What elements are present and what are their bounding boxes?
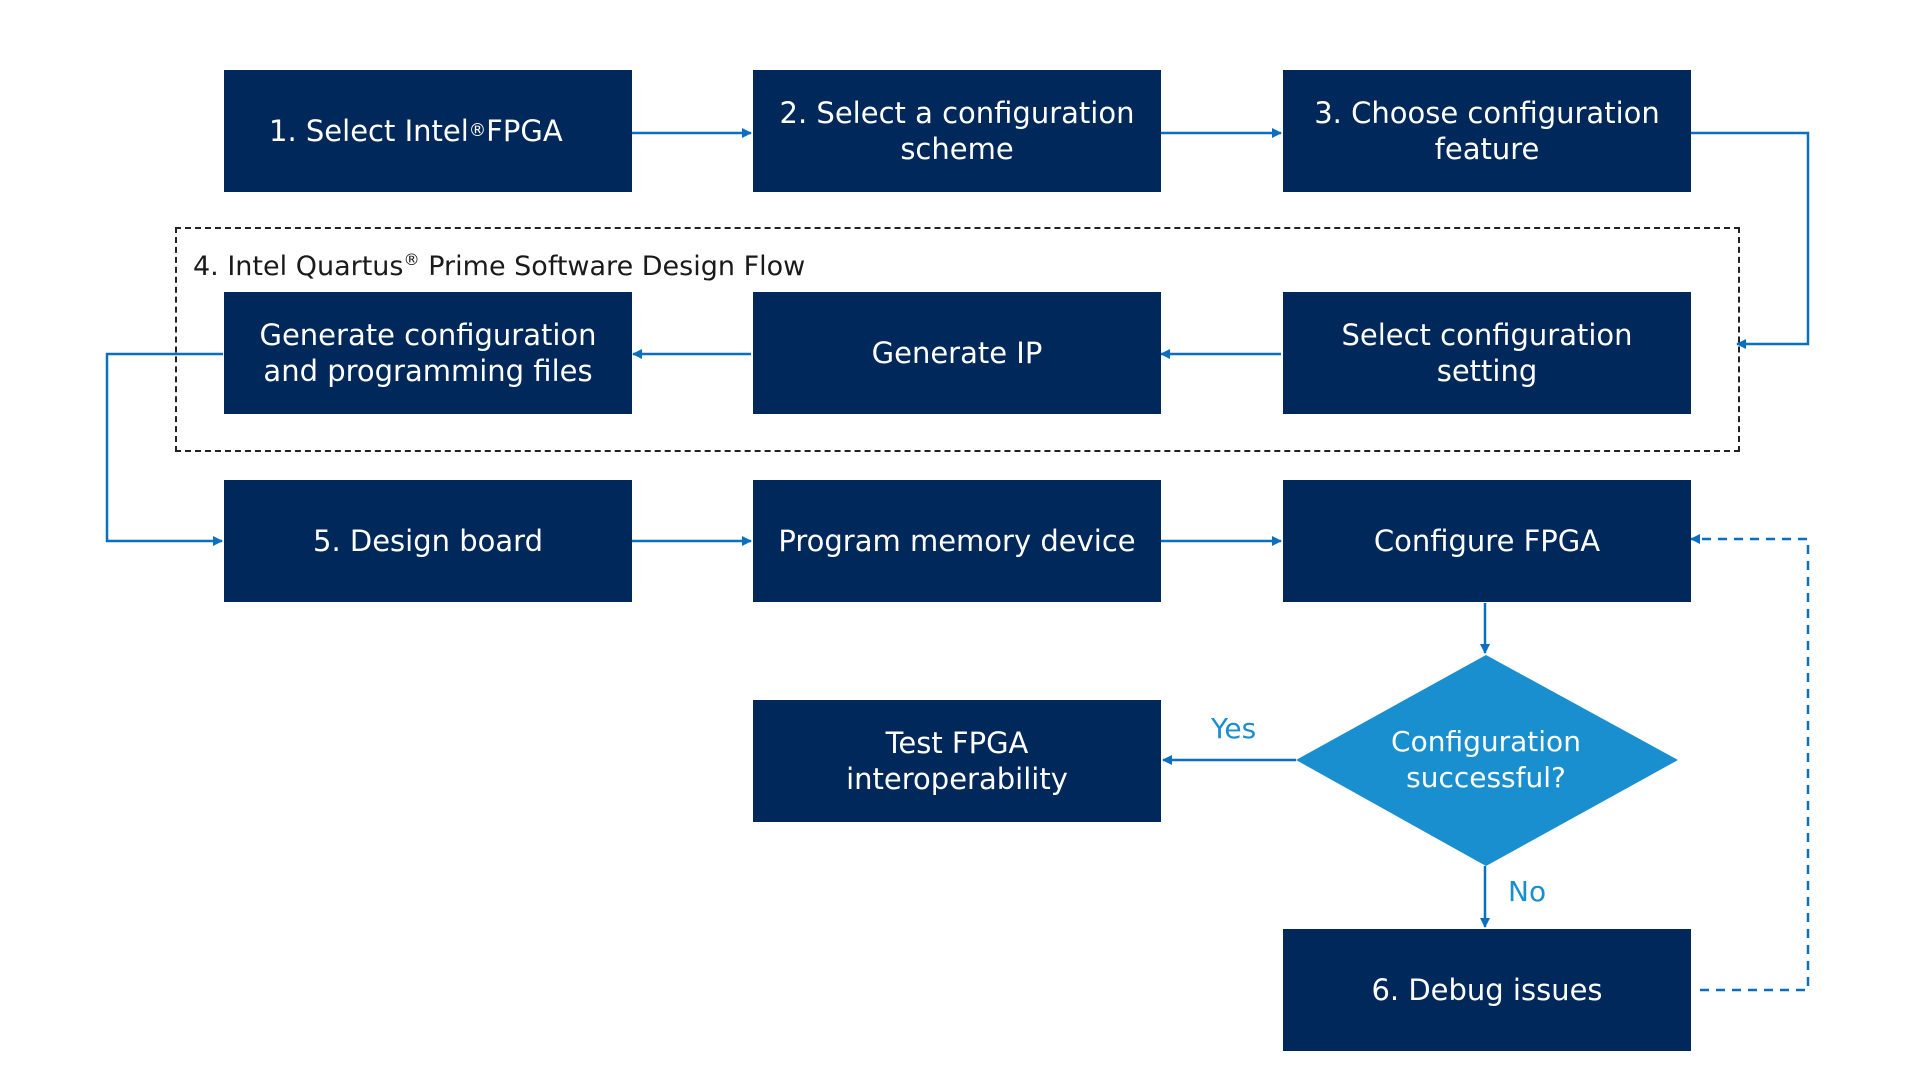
decision-yes-label: Yes: [1211, 712, 1257, 745]
step-debug-issues: 6. Debug issues: [1283, 929, 1691, 1051]
quartus-design-flow-group: [175, 227, 1740, 452]
step-test-fpga-interoperability: Test FPGA interoperability: [753, 700, 1161, 822]
group-title: 4. Intel Quartus® Prime Software Design …: [193, 250, 806, 282]
step-program-memory-device: Program memory device: [753, 480, 1161, 602]
decision-diamond: [1296, 655, 1678, 866]
step-select-configuration-setting: Select configuration setting: [1283, 292, 1691, 414]
step-select-configuration-scheme: 2. Select a configuration scheme: [753, 70, 1161, 192]
arrow-debug-feedback-to-configure: [1690, 534, 1810, 992]
step-choose-configuration-feature: 3. Choose configuration feature: [1283, 70, 1691, 192]
arrow-feature-to-setting: [1690, 131, 1810, 349]
step-configure-fpga: Configure FPGA: [1283, 480, 1691, 602]
step-select-intel-fpga: 1. Select Intel® FPGA: [224, 70, 632, 192]
step-generate-configuration-files: Generate configuration and programming f…: [224, 292, 632, 414]
step-design-board: 5. Design board: [224, 480, 632, 602]
arrow-files-to-design-board: [105, 352, 223, 546]
step-generate-ip: Generate IP: [753, 292, 1161, 414]
decision-question: Configuration successful?: [1391, 725, 1581, 794]
decision-no-label: No: [1508, 875, 1547, 908]
